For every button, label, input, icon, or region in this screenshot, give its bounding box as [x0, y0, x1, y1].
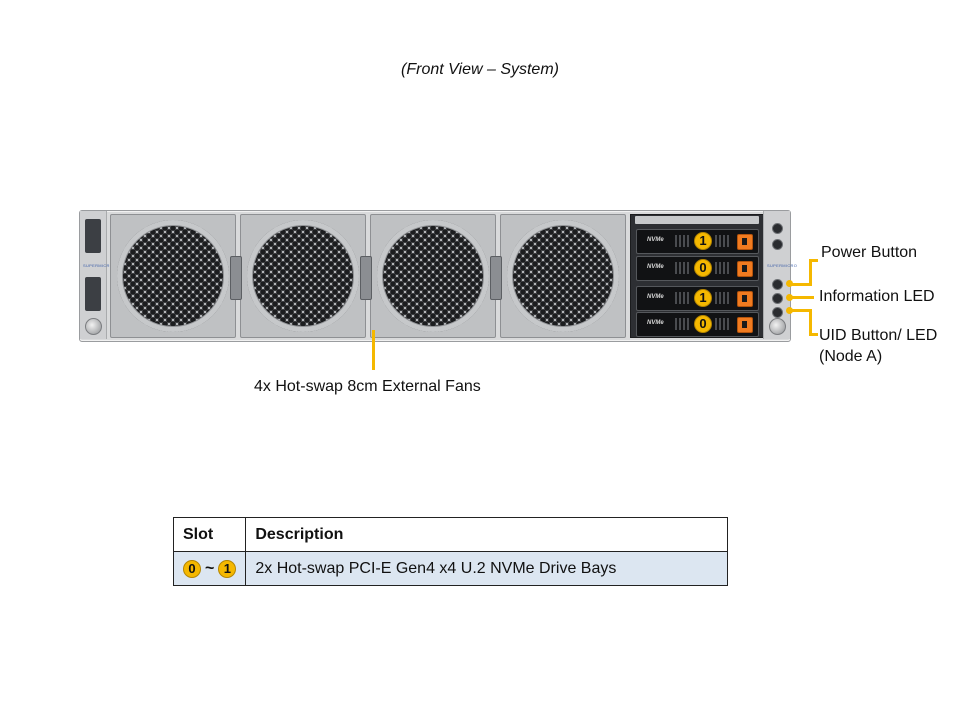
slot-badge: 1 — [694, 289, 712, 307]
table-header-row: Slot Description — [172, 517, 728, 552]
drive-tray[interactable]: NVMe 0 — [636, 312, 759, 337]
fan-latch — [230, 256, 242, 300]
tray-vent — [675, 318, 691, 330]
column-header-slot: Slot — [172, 517, 247, 552]
callout-line — [789, 283, 811, 286]
callout-line — [789, 309, 811, 312]
brand-logo: SUPERMICRO — [767, 263, 798, 268]
fan-grille — [117, 220, 229, 332]
tray-release-handle[interactable] — [737, 261, 753, 277]
tray-release-handle[interactable] — [737, 291, 753, 307]
information-led-label: Information LED — [819, 288, 935, 305]
slot-badge: 0 — [694, 315, 712, 333]
nvme-label: NVMe — [647, 294, 664, 300]
tray-vent — [675, 292, 691, 304]
tray-release-handle[interactable] — [737, 234, 753, 250]
ear-vent — [85, 219, 101, 253]
description-cell: 2x Hot-swap PCI-E Gen4 x4 U.2 NVMe Drive… — [245, 551, 728, 586]
drive-cage-top — [635, 216, 759, 224]
slot-description-table: Slot Description 0~1 2x Hot-swap PCI-E G… — [172, 517, 728, 586]
server-front-panel: SUPERMICRO NVMe 1 NVMe 0 NV — [79, 210, 797, 342]
right-rack-ear: SUPERMICRO — [763, 211, 797, 339]
fan-module-3 — [370, 214, 496, 338]
slot-cell: 0~1 — [172, 551, 247, 586]
column-header-description: Description — [245, 517, 728, 552]
thumbscrew — [85, 318, 102, 335]
table-row: 0~1 2x Hot-swap PCI-E Gen4 x4 U.2 NVMe D… — [172, 551, 728, 586]
nvme-label: NVMe — [647, 320, 664, 326]
power-button-label: Power Button — [821, 244, 918, 261]
left-rack-ear: SUPERMICRO — [80, 211, 113, 339]
tray-vent — [675, 262, 691, 274]
brand-logo: SUPERMICRO — [83, 263, 114, 268]
page-title: (Front View – System) — [401, 61, 559, 78]
nvme-label: NVMe — [647, 237, 664, 243]
slot-range-separator: ~ — [205, 559, 215, 577]
tray-vent — [715, 292, 731, 304]
fan-grille — [247, 220, 359, 332]
uid-label-line2: (Node A) — [819, 348, 883, 365]
tray-vent — [715, 318, 731, 330]
uid-button-label: UID Button/ LED (Node A) — [819, 325, 937, 367]
callout-line — [789, 296, 814, 299]
callout-line — [809, 259, 818, 262]
fan-grille — [507, 220, 619, 332]
drive-tray[interactable]: NVMe 1 — [636, 286, 759, 311]
nvme-label: NVMe — [647, 264, 664, 270]
fan-module-4 — [500, 214, 626, 338]
callout-line — [372, 330, 375, 370]
uid-button[interactable] — [772, 307, 783, 318]
slot-badge: 1 — [694, 232, 712, 250]
callout-line — [809, 309, 812, 336]
tray-vent — [715, 235, 731, 247]
slot-badge: 1 — [218, 559, 237, 578]
callout-line — [809, 333, 818, 336]
slot-badge: 0 — [183, 559, 201, 578]
fan-latch — [360, 256, 372, 300]
ear-indicator — [772, 223, 783, 234]
slot-badge: 0 — [694, 259, 712, 277]
fans-label: 4x Hot-swap 8cm External Fans — [254, 378, 481, 395]
ear-indicator — [772, 239, 783, 250]
fan-latch — [490, 256, 502, 300]
callout-line — [809, 259, 812, 286]
fan-module-1 — [110, 214, 236, 338]
information-led — [772, 293, 783, 304]
thumbscrew — [769, 318, 786, 335]
drive-tray[interactable]: NVMe 0 — [636, 256, 759, 281]
tray-vent — [715, 262, 731, 274]
ear-vent — [85, 277, 101, 311]
uid-label-line1: UID Button/ LED — [819, 327, 938, 344]
tray-release-handle[interactable] — [737, 317, 753, 333]
fan-module-2 — [240, 214, 366, 338]
fan-grille — [377, 220, 489, 332]
drive-tray[interactable]: NVMe 1 — [636, 229, 759, 254]
drive-cage: NVMe 1 NVMe 0 NVMe 1 NVMe 0 — [630, 214, 764, 338]
power-button[interactable] — [772, 279, 783, 290]
tray-vent — [675, 235, 691, 247]
